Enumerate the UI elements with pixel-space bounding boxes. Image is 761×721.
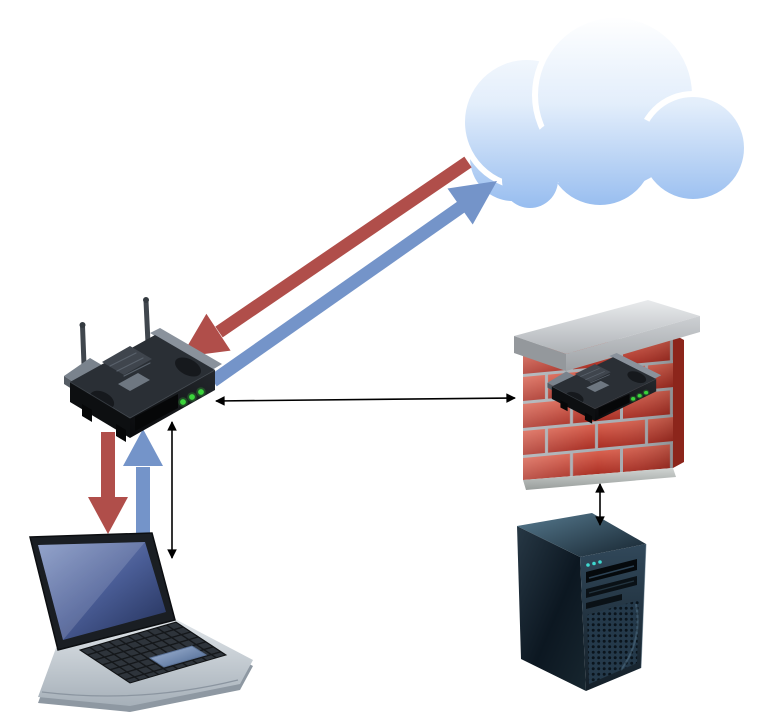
laptop-node bbox=[29, 532, 253, 712]
wall-cap bbox=[514, 300, 700, 371]
firewall-node bbox=[514, 300, 700, 490]
laptop-screen-sheen bbox=[38, 542, 145, 640]
laptop-screen bbox=[38, 542, 166, 640]
arrow-router-to-cloud-blue bbox=[209, 181, 497, 387]
led-indicator bbox=[592, 561, 596, 566]
led-indicator bbox=[598, 560, 602, 564]
network-links bbox=[167, 393, 605, 559]
arrow-router-to-laptop-red bbox=[88, 432, 128, 534]
server-node bbox=[517, 513, 647, 691]
cloud-icon bbox=[459, 12, 750, 211]
server-edge-highlight bbox=[640, 543, 647, 669]
internet-cloud-node bbox=[459, 12, 750, 211]
wall-base bbox=[523, 468, 676, 490]
wireless-router-node bbox=[63, 297, 223, 443]
server-led-indicators bbox=[586, 560, 602, 567]
arrow-cloud-to-router-red bbox=[181, 156, 472, 357]
router-firewall-link bbox=[215, 393, 516, 406]
laptop-touchpad bbox=[148, 645, 208, 668]
server-drive-bays bbox=[586, 559, 637, 609]
laptop-keyboard bbox=[78, 621, 228, 684]
led-indicator bbox=[586, 563, 590, 567]
server-side-panel bbox=[517, 526, 586, 691]
arrow-laptop-to-router-blue bbox=[123, 429, 163, 533]
server-top-panel bbox=[517, 513, 646, 557]
laptop-front-groove bbox=[41, 679, 239, 697]
brick-wall-side bbox=[673, 334, 684, 468]
server-grille-highlight bbox=[620, 603, 639, 671]
